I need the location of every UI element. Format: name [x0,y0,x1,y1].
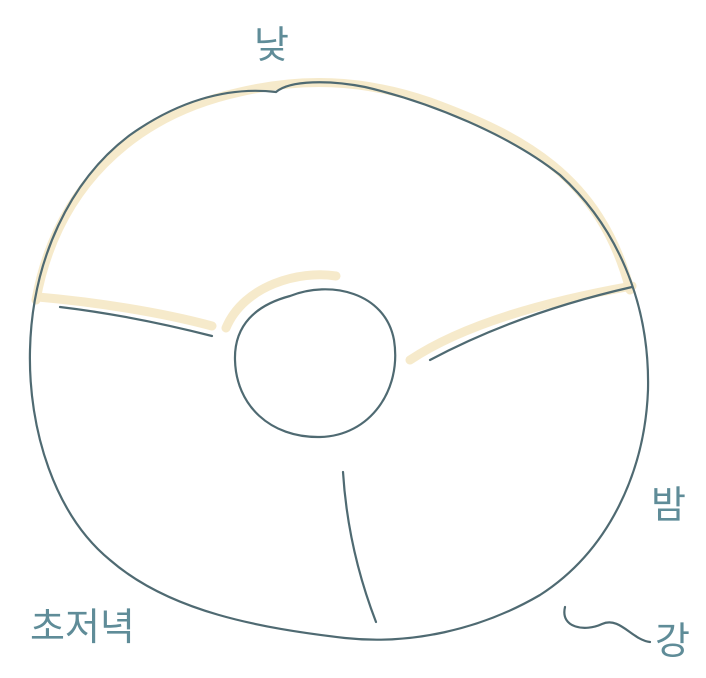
divider-left [58,305,214,338]
label-bottom-right: 강 [655,619,690,663]
outer-circle [28,81,650,641]
divider-bottom [341,470,378,624]
label-right: 밤 [651,483,686,527]
swirl-mark [563,605,652,644]
highlight-divider-right [405,281,637,365]
inner-circle [233,288,397,439]
highlight-inner-circle-top [221,270,341,333]
highlight-outer-top [31,78,635,305]
divider-right [428,285,634,362]
highlight-divider-left [33,292,217,331]
label-bottom-left: 초저녁 [30,605,135,649]
label-top: 낮 [254,23,289,67]
